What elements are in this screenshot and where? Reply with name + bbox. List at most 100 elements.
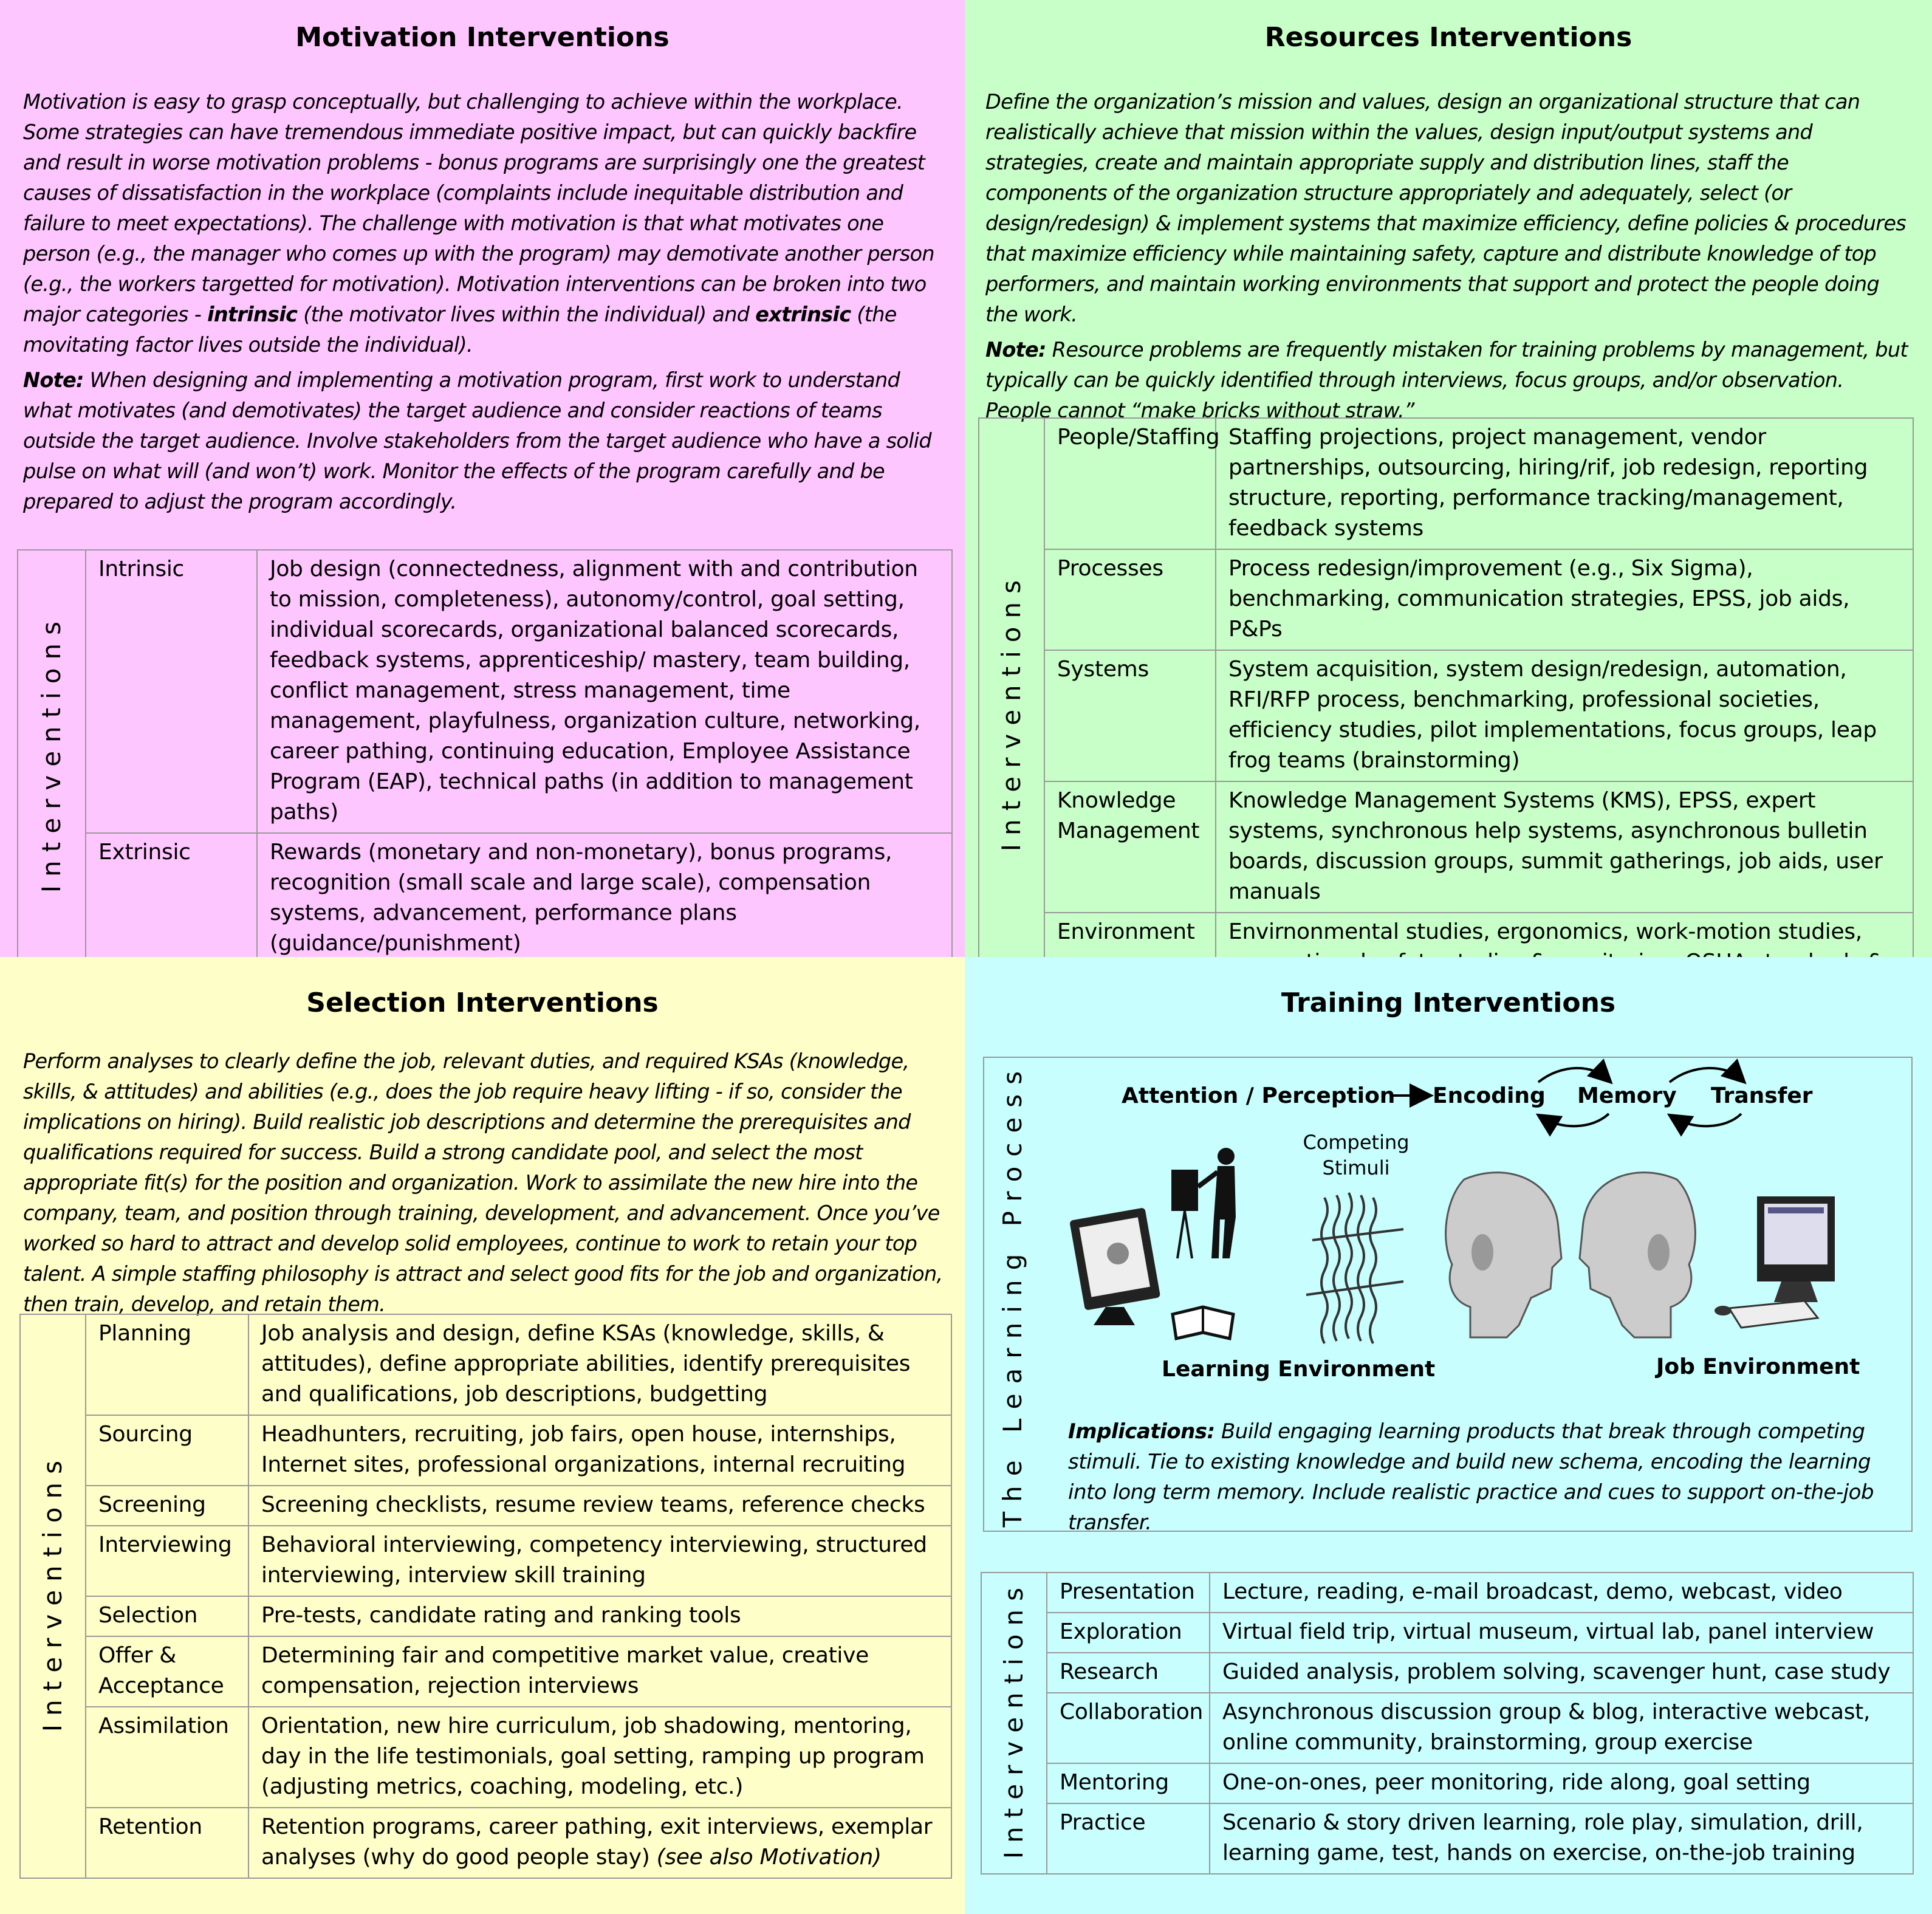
row-text: Headhunters, recruiting, job fairs, open…: [248, 1415, 952, 1486]
table-row: Exploration Virtual field trip, virtual …: [981, 1612, 1914, 1653]
row-label: Assimilation: [85, 1706, 249, 1808]
interventions-side-label: Interventions: [19, 1314, 86, 1879]
row-label: Collaboration: [1046, 1692, 1210, 1764]
note-text: Resource problems are frequently mistake…: [985, 338, 1908, 422]
table-row: Practice Scenario & story driven learnin…: [981, 1803, 1914, 1875]
table-row: Retention Retention programs, career pat…: [20, 1807, 952, 1879]
note-text: When designing and implementing a motiva…: [23, 368, 932, 513]
row-label: Selection: [85, 1596, 249, 1637]
row-label: Knowledge Management: [1044, 781, 1216, 913]
intrinsic-term: intrinsic: [207, 303, 298, 326]
row-label: Systems: [1044, 650, 1216, 782]
row-label: Processes: [1044, 549, 1216, 651]
motivation-description: Motivation is easy to grasp conceptually…: [23, 90, 935, 513]
presenter-icon: [1171, 1148, 1236, 1259]
table-row: Knowledge Management Knowledge Managemen…: [979, 781, 1914, 913]
table-row: Interventions People/Staffing Staffing p…: [978, 417, 1914, 1014]
table-row: Assimilation Orientation, new hire curri…: [20, 1706, 952, 1808]
row-label: Intrinsic: [85, 549, 258, 834]
book-icon: [1171, 1305, 1235, 1341]
table-row: Interventions Intrinsic Job design (conn…: [17, 549, 953, 965]
row-text: Behavioral interviewing, competency inte…: [248, 1525, 952, 1597]
training-interventions-table: Interventions Presentation Lecture, read…: [981, 1572, 1914, 1875]
table-row: Collaboration Asynchronous discussion gr…: [981, 1692, 1914, 1764]
row-label: Screening: [85, 1485, 249, 1526]
row-label: People/Staffing: [1044, 417, 1220, 550]
extrinsic-term: extrinsic: [755, 303, 851, 326]
table-row: Research Guided analysis, problem solvin…: [981, 1652, 1914, 1693]
row-label: Presentation: [1046, 1572, 1210, 1613]
implications-text: Implications: Build engaging learning pr…: [1068, 1419, 1874, 1535]
row-label: Sourcing: [85, 1415, 249, 1486]
row-text: Scenario & story driven learning, role p…: [1209, 1803, 1914, 1875]
table-row: Interventions Presentation Lecture, read…: [981, 1572, 1914, 1875]
selection-description: Perform analyses to clearly define the j…: [23, 1049, 943, 1316]
table-row: Screening Screening checklists, resume r…: [20, 1485, 952, 1526]
selection-quadrant: Selection Interventions Perform analyses…: [0, 957, 965, 1914]
row-label: Offer & Acceptance: [85, 1636, 249, 1707]
row-text: Asynchronous discussion group & blog, in…: [1209, 1692, 1914, 1764]
table-row: Mentoring One-on-ones, peer monitoring, …: [981, 1763, 1914, 1804]
table-row: Processes Process redesign/improvement (…: [979, 549, 1914, 651]
note-label: Note:: [985, 338, 1046, 362]
table-row: Interventions Planning Job analysis and …: [19, 1314, 952, 1879]
resources-quadrant: Resources Interventions Define the organ…: [965, 0, 1932, 1014]
arrow-transfer-to-memory: [1667, 1113, 1742, 1137]
row-label: Interviewing: [85, 1525, 249, 1597]
learning-process-figure: The Learning Process Attention / Percept…: [983, 1057, 1913, 1535]
resources-description: Define the organization’s mission and va…: [985, 90, 1908, 422]
row-text: Staffing projections, project management…: [1215, 417, 1914, 550]
implications-label: Implications:: [1068, 1419, 1215, 1444]
row-label: Retention: [85, 1807, 249, 1879]
arrow-memory-to-encoding: [1535, 1113, 1610, 1137]
workstation-icon: [1714, 1196, 1835, 1329]
monitor-icon: [1070, 1208, 1160, 1325]
row-text: Guided analysis, problem solving, scaven…: [1209, 1652, 1914, 1693]
row-text: Rewards (monetary and non-monetary), bon…: [256, 832, 953, 965]
learning-environment-label: Learning Environment: [1162, 1357, 1436, 1382]
row-text: Knowledge Management Systems (KMS), EPSS…: [1215, 781, 1914, 913]
row-text: Orientation, new hire curriculum, job sh…: [248, 1706, 952, 1808]
flow-arrows: [1070, 1058, 1835, 1344]
resources-title: Resources Interventions: [1264, 22, 1632, 53]
row-text: Retention programs, career pathing, exit…: [248, 1807, 952, 1879]
resources-interventions-table: Interventions People/Staffing Staffing p…: [978, 417, 1914, 1014]
row-text: System acquisition, system design/redesi…: [1215, 650, 1914, 782]
interventions-side-label: Interventions: [17, 549, 86, 965]
motivation-quadrant: Motivation Interventions Motivation is e…: [0, 0, 965, 965]
arrow-memory-to-transfer: [1668, 1058, 1747, 1085]
row-label: Practice: [1046, 1803, 1210, 1875]
row-text: Virtual field trip, virtual museum, virt…: [1209, 1612, 1914, 1653]
memory-label: Memory: [1577, 1083, 1677, 1108]
row-text: Job design (connectedness, alignment wit…: [256, 549, 953, 834]
transfer-head-icon: [1578, 1171, 1696, 1339]
table-row: Systems System acquisition, system desig…: [979, 650, 1914, 782]
row-text: Job analysis and design, define KSAs (kn…: [248, 1314, 952, 1416]
motivation-title: Motivation Interventions: [295, 22, 670, 53]
row-label: Research: [1046, 1652, 1210, 1693]
attention-perception-label: Attention / Perception: [1122, 1083, 1396, 1108]
row-text: One-on-ones, peer monitoring, ride along…: [1209, 1763, 1914, 1804]
see-also-motivation: (see also Motivation): [656, 1845, 882, 1870]
arrow-encoding-to-memory: [1537, 1058, 1613, 1085]
row-label: Planning: [85, 1314, 249, 1416]
selection-title: Selection Interventions: [306, 987, 659, 1018]
selection-interventions-table: Interventions Planning Job analysis and …: [19, 1314, 952, 1879]
competing-stimuli-icon: [1306, 1192, 1404, 1344]
table-row: Offer & Acceptance Determining fair and …: [20, 1636, 952, 1707]
training-quadrant: Training Interventions The Learning Proc…: [965, 957, 1932, 1914]
interventions-side-label: Interventions: [981, 1572, 1047, 1875]
row-text: Determining fair and competitive market …: [248, 1636, 952, 1707]
learner-head-icon: [1445, 1171, 1563, 1339]
interventions-side-label: Interventions: [978, 417, 1045, 1014]
table-row: Sourcing Headhunters, recruiting, job fa…: [20, 1415, 952, 1486]
motivation-interventions-table: Interventions Intrinsic Job design (conn…: [17, 549, 953, 965]
row-label: Extrinsic: [85, 832, 258, 965]
row-text: Screening checklists, resume review team…: [248, 1485, 952, 1526]
row-label: Mentoring: [1046, 1763, 1210, 1804]
row-text: Lecture, reading, e-mail broadcast, demo…: [1209, 1572, 1914, 1613]
row-label: Exploration: [1046, 1612, 1210, 1653]
encoding-label: Encoding: [1433, 1083, 1546, 1108]
transfer-label: Transfer: [1711, 1083, 1813, 1108]
table-row: Interviewing Behavioral interviewing, co…: [20, 1525, 952, 1597]
